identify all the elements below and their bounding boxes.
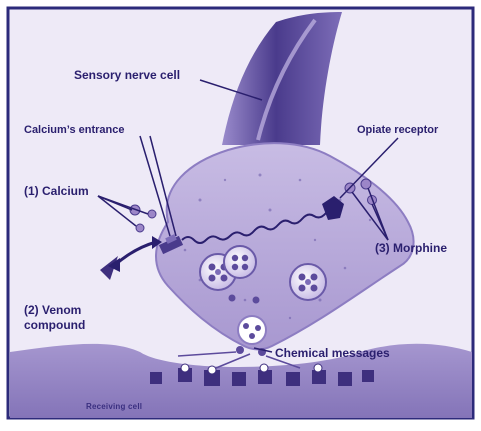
receptor-site [150,372,162,384]
vesicle [290,264,326,300]
calcium-ion [136,224,144,232]
receptor-site [362,370,374,382]
calcium-ion [148,210,156,218]
bound-message [181,364,189,372]
bound-message [314,364,322,372]
label-opiate-receptor: Opiate receptor [357,123,438,137]
morphine-molecule [361,179,371,189]
label-calcium-entrance: Calcium’s entrance [24,123,124,137]
vesicle [224,246,256,278]
label-morphine: (3) Morphine [375,241,447,255]
label-chemical-messages: Chemical messages [275,346,390,360]
bound-message [208,366,216,374]
label-calcium: (1) Calcium [24,184,89,198]
receptor-site [286,372,300,386]
releasing-vesicle [238,316,266,344]
message-particle [253,297,260,304]
label-venom-line2: compound [24,318,85,332]
label-receiving-cell: Receiving cell [86,402,142,411]
message-particle [236,346,244,354]
message-particle [229,295,236,302]
label-sensory-nerve-cell: Sensory nerve cell [74,68,180,82]
bound-message [260,364,268,372]
receptor-site [338,372,352,386]
label-venom-line1: (2) Venom [24,303,81,317]
receptor-site [232,372,246,386]
